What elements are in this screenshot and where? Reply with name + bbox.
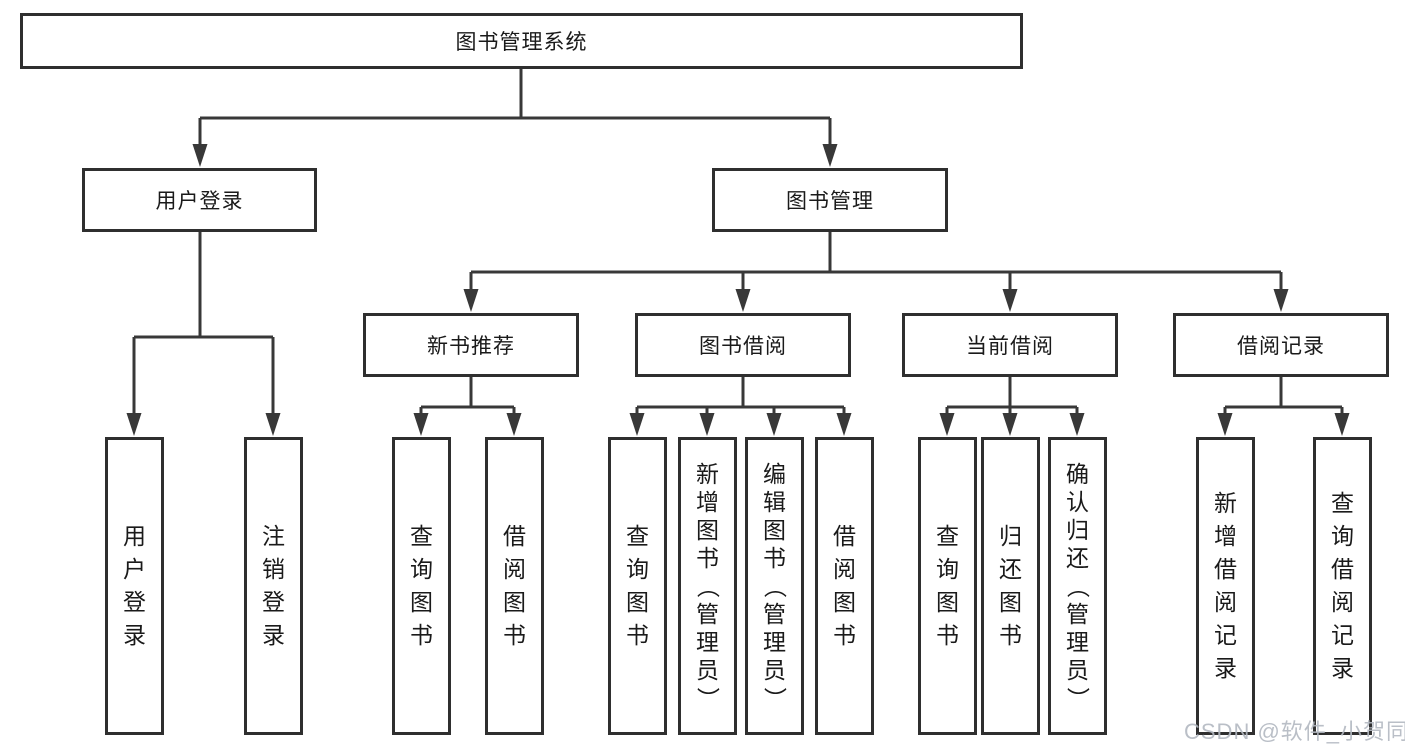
leaf-edit-book-admin: 编辑图书（管理员） bbox=[745, 437, 804, 735]
leaf-add-borrow-record: 新增借阅记录 bbox=[1196, 437, 1255, 735]
leaf-borrow-books: 借阅图书 bbox=[815, 437, 874, 735]
arrowhead-icon bbox=[1002, 413, 1018, 436]
arrowhead-icon bbox=[192, 144, 208, 167]
watermark: CSDN @软件_小贺同学 bbox=[1184, 719, 1405, 744]
arrowhead-icon bbox=[506, 413, 522, 436]
node-label: 查询图书 bbox=[410, 523, 433, 648]
node-label: 用户登录 bbox=[123, 523, 146, 648]
arrowhead-icon bbox=[699, 413, 715, 436]
arrowhead-icon bbox=[766, 413, 782, 436]
node-new-book-recommend: 新书推荐 bbox=[363, 313, 579, 377]
arrowhead-icon bbox=[413, 413, 429, 436]
node-label: 确认归还（管理员） bbox=[1065, 460, 1091, 710]
node-label: 归还图书 bbox=[999, 523, 1022, 648]
node-label: 图书管理系统 bbox=[455, 31, 588, 54]
arrowhead-icon bbox=[126, 413, 142, 436]
arrowhead-icon bbox=[1217, 413, 1233, 436]
node-book-borrow: 图书借阅 bbox=[635, 313, 851, 377]
arrowhead-group bbox=[126, 144, 1350, 436]
node-label: 图书管理 bbox=[786, 190, 874, 213]
node-root: 图书管理系统 bbox=[20, 13, 1023, 69]
leaf-confirm-return-admin: 确认归还（管理员） bbox=[1048, 437, 1107, 735]
node-label: 新增图书（管理员） bbox=[695, 460, 721, 710]
arrowhead-icon bbox=[1069, 413, 1085, 436]
node-label: 查询图书 bbox=[626, 523, 649, 648]
leaf-query-borrow-record: 查询借阅记录 bbox=[1313, 437, 1372, 735]
node-label: 查询图书 bbox=[936, 523, 959, 648]
node-user-login: 用户登录 bbox=[82, 168, 317, 232]
leaf-query-books-current: 查询图书 bbox=[918, 437, 977, 735]
arrowhead-icon bbox=[463, 289, 479, 312]
node-label: 图书借阅 bbox=[699, 335, 787, 358]
arrowhead-icon bbox=[836, 413, 852, 436]
node-label: 借阅图书 bbox=[503, 523, 526, 648]
arrowhead-icon bbox=[1334, 413, 1350, 436]
node-book-management: 图书管理 bbox=[712, 168, 948, 232]
leaf-borrow-books-recommend: 借阅图书 bbox=[485, 437, 544, 735]
leaf-logout: 注销登录 bbox=[244, 437, 303, 735]
arrowhead-icon bbox=[939, 413, 955, 436]
node-label: 新书推荐 bbox=[427, 335, 515, 358]
leaf-query-books-borrow: 查询图书 bbox=[608, 437, 667, 735]
node-borrow-records: 借阅记录 bbox=[1173, 313, 1389, 377]
arrowhead-icon bbox=[735, 289, 751, 312]
tree-connectors bbox=[132, 69, 1344, 416]
node-label: 用户登录 bbox=[155, 190, 244, 213]
arrowhead-icon bbox=[822, 144, 838, 167]
leaf-add-book-admin: 新增图书（管理员） bbox=[678, 437, 737, 735]
arrowhead-icon bbox=[1002, 289, 1018, 312]
node-label: 注销登录 bbox=[262, 523, 285, 648]
arrowhead-icon bbox=[629, 413, 645, 436]
node-label: 查询借阅记录 bbox=[1331, 490, 1354, 681]
leaf-user-login: 用户登录 bbox=[105, 437, 164, 735]
node-current-borrow: 当前借阅 bbox=[902, 313, 1118, 377]
node-label: 当前借阅 bbox=[966, 335, 1054, 358]
arrowhead-icon bbox=[265, 413, 281, 436]
leaf-return-book: 归还图书 bbox=[981, 437, 1040, 735]
arrowhead-icon bbox=[1273, 289, 1289, 312]
node-label: 编辑图书（管理员） bbox=[762, 460, 788, 710]
node-label: 借阅记录 bbox=[1237, 335, 1325, 358]
node-label: 新增借阅记录 bbox=[1214, 490, 1237, 681]
leaf-query-books-recommend: 查询图书 bbox=[392, 437, 451, 735]
node-label: 借阅图书 bbox=[833, 523, 856, 648]
